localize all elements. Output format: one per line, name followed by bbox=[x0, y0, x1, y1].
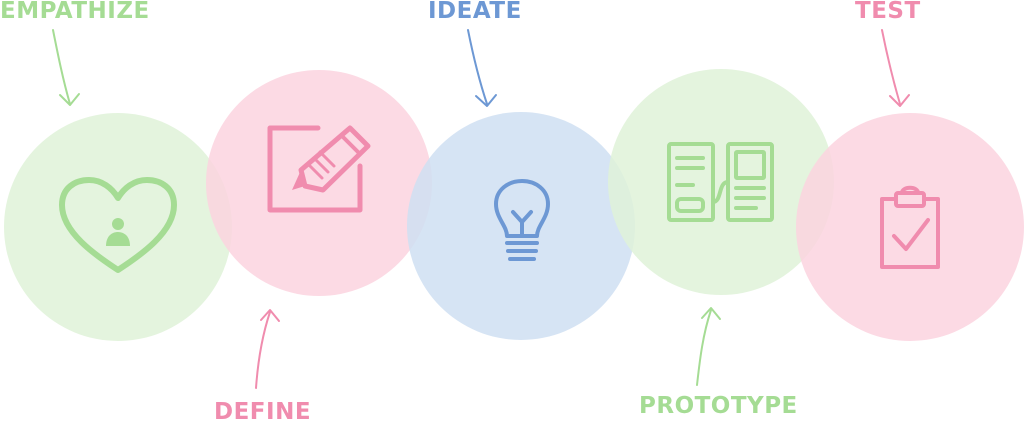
empathize-label: EMPATHIZE bbox=[0, 0, 150, 24]
test-label: TEST bbox=[855, 0, 921, 24]
prototype-label: PROTOTYPE bbox=[639, 393, 798, 419]
pencil-notepad-icon bbox=[267, 125, 371, 213]
prototype-arrow-icon bbox=[696, 307, 721, 386]
ideate-arrow-icon bbox=[467, 29, 497, 107]
heart-person-icon bbox=[59, 177, 177, 273]
define-arrow-icon bbox=[255, 309, 280, 389]
test-circle bbox=[796, 113, 1024, 341]
ideate-label: IDEATE bbox=[428, 0, 522, 24]
empathize-arrow-icon bbox=[52, 29, 80, 106]
test-arrow-icon bbox=[881, 29, 910, 107]
clipboard-check-icon bbox=[880, 185, 940, 269]
prototype-circle bbox=[608, 69, 834, 295]
wireframe-icon bbox=[667, 142, 774, 222]
lightbulb-icon bbox=[494, 179, 550, 261]
define-label: DEFINE bbox=[214, 399, 311, 425]
define-circle bbox=[206, 70, 432, 296]
